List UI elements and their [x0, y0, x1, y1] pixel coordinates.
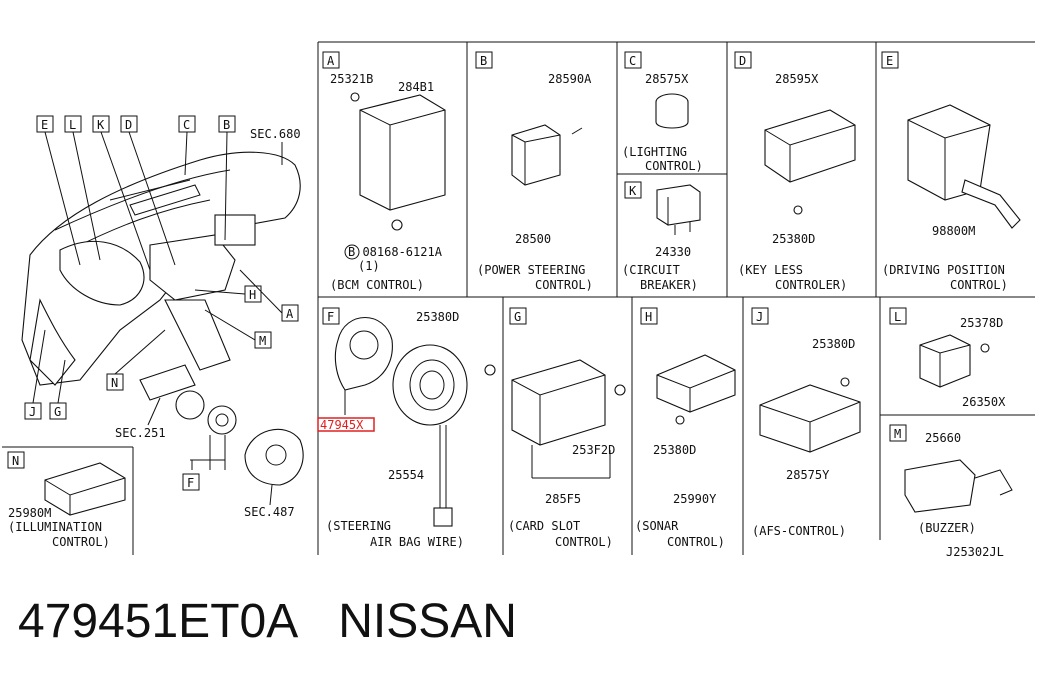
- svg-text:CONTROL): CONTROL): [950, 278, 1008, 292]
- diagram-code: J25302JL: [946, 545, 1004, 559]
- svg-text:(STEERING: (STEERING: [326, 519, 391, 533]
- sec-251-ref: SEC.251: [115, 426, 166, 440]
- part-28575X: 28575X: [645, 72, 689, 86]
- callout-N: N: [111, 376, 118, 390]
- callout-G: G: [54, 405, 61, 419]
- svg-text:(CARD SLOT: (CARD SLOT: [508, 519, 580, 533]
- svg-text:CONTROL): CONTROL): [645, 159, 703, 173]
- part-47945X: 47945X: [320, 418, 364, 432]
- part-28590A: 28590A: [548, 72, 592, 86]
- part-284B1: 284B1: [398, 80, 434, 94]
- part-98800M: 98800M: [932, 224, 975, 238]
- part-28500: 28500: [515, 232, 551, 246]
- svg-text:K: K: [629, 184, 637, 198]
- svg-text:(BCM CONTROL): (BCM CONTROL): [330, 278, 424, 292]
- part-25380D-J: 25380D: [812, 337, 855, 351]
- footer-brand: NISSAN: [338, 595, 517, 648]
- svg-text:(KEY LESS: (KEY LESS: [738, 263, 803, 277]
- svg-text:(SONAR: (SONAR: [635, 519, 679, 533]
- callout-L: L: [69, 118, 76, 132]
- svg-text:AIR BAG WIRE): AIR BAG WIRE): [370, 535, 464, 549]
- callout-D: D: [125, 118, 132, 132]
- highlight-box: [317, 417, 375, 432]
- svg-text:(CIRCUIT: (CIRCUIT: [622, 263, 680, 277]
- section-M: M 25660 (BUZZER): [889, 424, 1013, 535]
- part-25980M: 25980M: [8, 506, 51, 520]
- sec-487-ref: SEC.487: [244, 505, 295, 519]
- svg-text:E: E: [886, 54, 893, 68]
- svg-text:L: L: [894, 310, 901, 324]
- part-25380D-F: 25380D: [416, 310, 459, 324]
- part-24330: 24330: [655, 245, 691, 259]
- dashboard-overview: [21, 151, 304, 486]
- callout-J: J: [29, 405, 36, 419]
- section-N: N 25980M (ILLUMINATION CONTROL): [7, 451, 126, 549]
- section-H: H 25380D 25990Y (SONAR CONTROL): [635, 307, 736, 549]
- svg-text:A: A: [327, 54, 335, 68]
- section-A: A 25321B 284B1 B 08168-6121A (1) (BCM CO…: [322, 51, 446, 292]
- section-grid: [2, 41, 1035, 555]
- svg-text:(LIGHTING: (LIGHTING: [622, 145, 687, 159]
- part-26350X: 26350X: [962, 395, 1006, 409]
- callout-F: F: [187, 476, 194, 490]
- part-253F2D: 253F2D: [572, 443, 615, 457]
- svg-text:D: D: [739, 54, 746, 68]
- svg-text:(1): (1): [358, 259, 380, 273]
- part-28595X: 28595X: [775, 72, 819, 86]
- part-28575Y: 28575Y: [786, 468, 830, 482]
- svg-text:J: J: [756, 310, 763, 324]
- svg-text:BREAKER): BREAKER): [640, 278, 698, 292]
- section-J: J 25380D 28575Y (AFS-CONTROL): [751, 307, 861, 538]
- section-B: B 28590A 28500 (POWER STEERING CONTROL): [475, 51, 593, 292]
- svg-text:CONTROL): CONTROL): [667, 535, 725, 549]
- callout-H: H: [249, 288, 256, 302]
- section-K: K 24330 (CIRCUIT BREAKER): [622, 181, 701, 292]
- svg-text:CONTROL): CONTROL): [52, 535, 110, 549]
- section-F: F 25380D 47945X 25554 (STEERING AIR BAG …: [317, 307, 496, 549]
- svg-text:(BUZZER): (BUZZER): [918, 521, 976, 535]
- callout-M: M: [259, 334, 266, 348]
- svg-text:(DRIVING POSITION: (DRIVING POSITION: [882, 263, 1005, 277]
- svg-text:H: H: [645, 310, 652, 324]
- part-25380D-H: 25380D: [653, 443, 696, 457]
- svg-text:B 08168-6121A: B 08168-6121A: [348, 245, 443, 259]
- part-25990Y: 25990Y: [673, 492, 717, 506]
- part-25554: 25554: [388, 468, 424, 482]
- part-25321B: 25321B: [330, 72, 373, 86]
- svg-text:CONTROL): CONTROL): [555, 535, 613, 549]
- section-E: E 98800M (DRIVING POSITION CONTROL): [881, 51, 1021, 292]
- svg-text:C: C: [629, 54, 636, 68]
- part-25378D: 25378D: [960, 316, 1003, 330]
- section-D: D 28595X 25380D (KEY LESS CONTROLER): [734, 51, 856, 292]
- svg-text:(AFS-CONTROL): (AFS-CONTROL): [752, 524, 846, 538]
- part-25660: 25660: [925, 431, 961, 445]
- svg-text:M: M: [894, 427, 901, 441]
- callout-B: B: [223, 118, 230, 132]
- svg-text:B: B: [480, 54, 487, 68]
- svg-text:(POWER STEERING: (POWER STEERING: [477, 263, 585, 277]
- section-C: C 28575X (LIGHTING CONTROL): [622, 51, 703, 173]
- section-L: L 25378D 26350X: [889, 307, 1006, 409]
- svg-text:(ILLUMINATION: (ILLUMINATION: [8, 520, 102, 534]
- callout-A: A: [286, 307, 294, 321]
- part-25380D-D: 25380D: [772, 232, 815, 246]
- svg-text:N: N: [12, 454, 19, 468]
- svg-text:F: F: [327, 310, 334, 324]
- svg-text:CONTROL): CONTROL): [535, 278, 593, 292]
- svg-text:G: G: [514, 310, 521, 324]
- section-G: G 253F2D 285F5 (CARD SLOT CONTROL): [508, 307, 626, 549]
- callout-E: E: [41, 118, 48, 132]
- svg-text:CONTROLER): CONTROLER): [775, 278, 847, 292]
- overview-callouts: E L K D C B H A M N J G F SE: [24, 115, 301, 519]
- footer-part-number: 479451ET0A: [18, 595, 299, 648]
- callout-C: C: [183, 118, 190, 132]
- sec-680-ref: SEC.680: [250, 127, 301, 141]
- footer-title: 479451ET0A NISSAN: [18, 594, 517, 649]
- part-285F5: 285F5: [545, 492, 581, 506]
- callout-K: K: [97, 118, 105, 132]
